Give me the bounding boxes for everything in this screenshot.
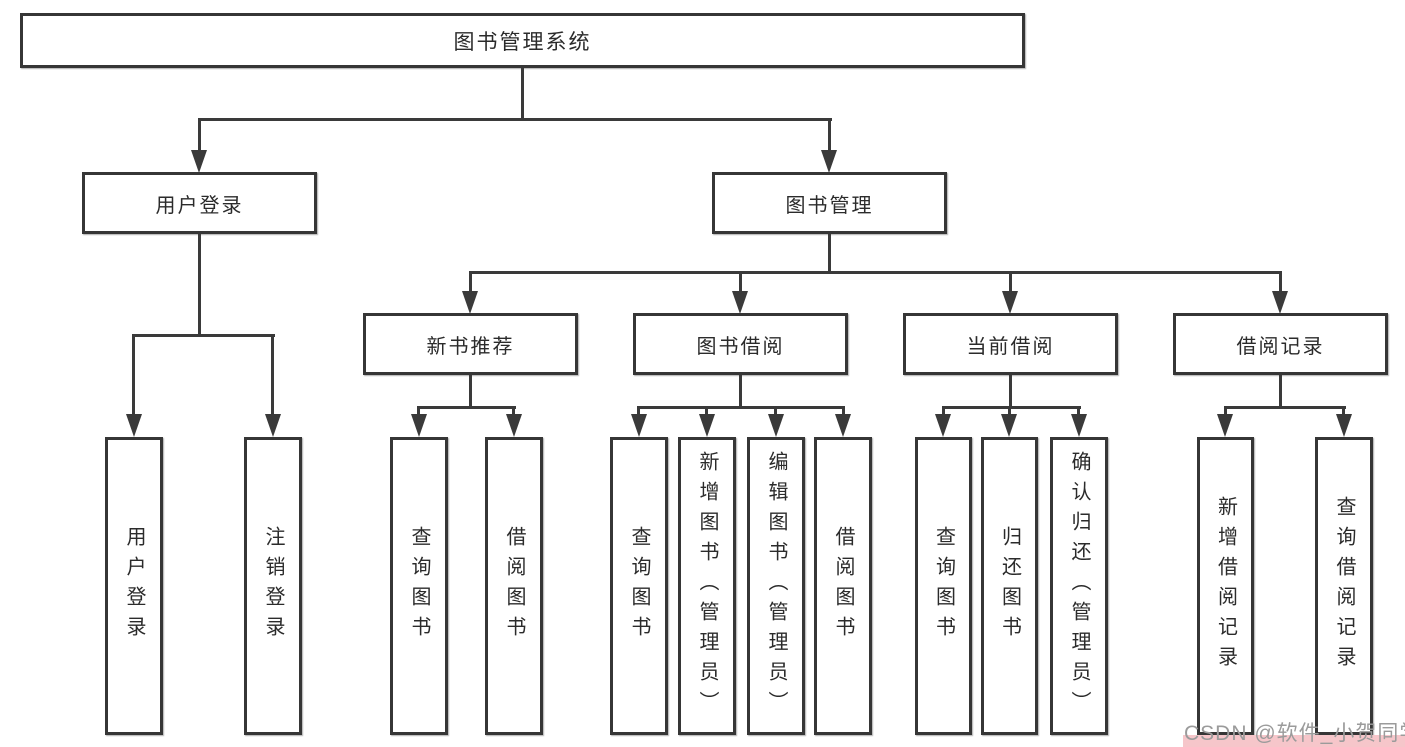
- arrowhead-down-icon: [1071, 414, 1087, 437]
- node-label: 图书管理系统: [453, 30, 592, 54]
- connector-hline: [198, 118, 832, 121]
- arrowhead-down-icon: [1217, 414, 1233, 437]
- node-label: 查询借阅记录: [1333, 496, 1355, 676]
- connector-vline: [512, 406, 515, 416]
- arrowhead-down-icon: [1002, 291, 1018, 314]
- node-query-borrow-record: 查询借阅记录: [1315, 437, 1373, 735]
- connector-vline: [739, 271, 742, 295]
- node-book-borrowing: 图书借阅: [633, 313, 848, 375]
- connector-vline: [828, 118, 831, 154]
- node-label: 查询图书: [408, 526, 430, 646]
- connector-vline: [1009, 271, 1012, 295]
- connector-vline: [842, 406, 845, 416]
- node-user-login-group: 用户登录: [82, 172, 317, 234]
- node-label: 查询图书: [932, 526, 955, 646]
- node-label: 用户登录: [123, 526, 145, 646]
- connector-vline: [828, 234, 831, 274]
- arrowhead-down-icon: [732, 291, 748, 314]
- connector-vline: [739, 375, 742, 409]
- connector-vline: [198, 234, 201, 337]
- arrowhead-down-icon: [768, 414, 784, 437]
- connector-vline: [774, 406, 777, 416]
- node-book-management: 图书管理: [712, 172, 947, 234]
- node-label: 查询图书: [628, 526, 650, 646]
- node-label: 新增图书（管理员）: [696, 451, 718, 721]
- arrowhead-down-icon: [1336, 414, 1352, 437]
- node-label: 新增借阅记录: [1214, 496, 1237, 676]
- arrowhead-down-icon: [835, 414, 851, 437]
- connector-vline: [1008, 406, 1011, 416]
- connector-vline: [1009, 375, 1012, 409]
- arrowhead-down-icon: [191, 150, 207, 173]
- connector-hline: [469, 271, 1282, 274]
- node-query-books-current: 查询图书: [915, 437, 972, 735]
- connector-vline: [1279, 271, 1282, 295]
- connector-vline: [417, 406, 420, 416]
- connector-vline: [1342, 406, 1345, 416]
- connector-vline: [637, 406, 640, 416]
- arrowhead-down-icon: [126, 414, 142, 437]
- node-library-management-system: 图书管理系统: [20, 13, 1025, 68]
- arrowhead-down-icon: [821, 150, 837, 173]
- connector-hline: [132, 334, 275, 337]
- connector-hline: [417, 406, 516, 409]
- arrowhead-down-icon: [462, 291, 478, 314]
- node-borrow-books-recommend: 借阅图书: [485, 437, 543, 735]
- arrowhead-down-icon: [935, 414, 951, 437]
- arrowhead-down-icon: [411, 414, 427, 437]
- connector-vline: [271, 334, 274, 418]
- connector-vline: [469, 271, 472, 295]
- node-label: 借阅记录: [1236, 335, 1325, 358]
- node-label: 用户登录: [155, 194, 244, 217]
- node-label: 注销登录: [262, 526, 284, 646]
- node-add-borrow-record: 新增借阅记录: [1197, 437, 1254, 735]
- connector-vline: [132, 334, 135, 418]
- node-current-borrowing: 当前借阅: [903, 313, 1118, 375]
- connector-hline: [942, 406, 1081, 409]
- connector-hline: [637, 406, 845, 409]
- node-confirm-return-admin: 确认归还（管理员）: [1050, 437, 1108, 735]
- connector-vline: [521, 68, 524, 121]
- node-label: 确认归还（管理员）: [1068, 451, 1090, 721]
- node-label: 编辑图书（管理员）: [765, 451, 787, 721]
- connector-vline: [198, 118, 201, 154]
- connector-vline: [469, 375, 472, 409]
- connector-hline: [1224, 406, 1346, 409]
- node-borrow-books: 借阅图书: [814, 437, 872, 735]
- watermark-text: CSDN @软件_小贺同学: [1184, 722, 1405, 745]
- node-add-book-admin: 新增图书（管理员）: [678, 437, 736, 735]
- node-new-book-recommend: 新书推荐: [363, 313, 578, 375]
- connector-vline: [1279, 375, 1282, 409]
- arrowhead-down-icon: [265, 414, 281, 437]
- arrowhead-down-icon: [1272, 291, 1288, 314]
- connector-vline: [942, 406, 945, 416]
- watermark-highlight-bar: [1183, 735, 1405, 747]
- node-label: 当前借阅: [966, 335, 1055, 358]
- node-return-book: 归还图书: [981, 437, 1038, 735]
- arrowhead-down-icon: [631, 414, 647, 437]
- node-label: 借阅图书: [503, 526, 525, 646]
- node-label: 图书管理: [785, 194, 874, 217]
- node-edit-book-admin: 编辑图书（管理员）: [747, 437, 805, 735]
- arrowhead-down-icon: [1001, 414, 1017, 437]
- connector-vline: [1224, 406, 1227, 416]
- node-label: 归还图书: [998, 526, 1021, 646]
- node-query-books-borrowing: 查询图书: [610, 437, 668, 735]
- arrowhead-down-icon: [506, 414, 522, 437]
- node-query-books-recommend: 查询图书: [390, 437, 448, 735]
- arrowhead-down-icon: [699, 414, 715, 437]
- node-label: 新书推荐: [426, 335, 515, 358]
- connector-vline: [705, 406, 708, 416]
- node-borrow-records: 借阅记录: [1173, 313, 1388, 375]
- node-label: 图书借阅: [696, 335, 785, 358]
- node-label: 借阅图书: [832, 526, 854, 646]
- node-logout: 注销登录: [244, 437, 302, 735]
- connector-vline: [1077, 406, 1080, 416]
- node-user-login: 用户登录: [105, 437, 163, 735]
